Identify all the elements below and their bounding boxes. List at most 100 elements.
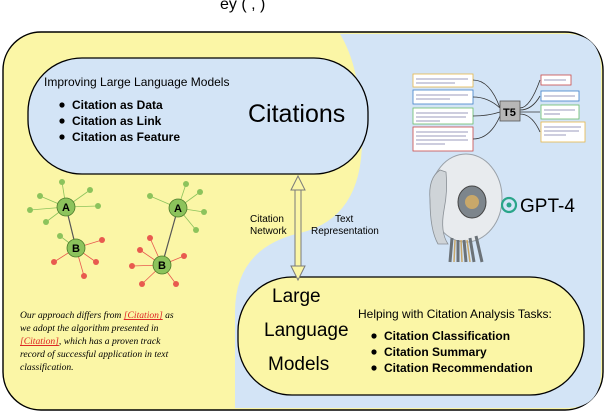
llm-bullet-3: Citation Recommendation — [384, 361, 533, 375]
quote-line-5: classification. — [20, 362, 74, 373]
input-doc-card — [412, 126, 474, 152]
robot-ear-core — [465, 195, 479, 209]
citation-graph-right: A B — [129, 181, 207, 287]
arrow-head-up — [290, 174, 306, 191]
citation-quote: Our approach differs from [Citation] as … — [20, 310, 174, 373]
header-fragment: ey ( , ) — [220, 0, 265, 13]
robot-head-illustration — [429, 153, 503, 263]
robot-face — [429, 169, 449, 245]
flow-edge — [472, 111, 501, 117]
graph-node-a — [168, 198, 188, 218]
t5-label: T5 — [503, 107, 516, 119]
quote-text: we adopt the algorithm presented in — [20, 323, 159, 334]
llm-panel — [237, 276, 585, 396]
openai-icon-inner — [506, 202, 512, 208]
graph-node — [43, 219, 49, 225]
llm-title-line1: Large — [272, 286, 321, 307]
graph-node — [93, 259, 99, 265]
t5-flow: T5 — [412, 73, 586, 152]
citation-network-label-line1: Citation — [250, 214, 284, 225]
graph-node — [95, 203, 101, 209]
graph-node — [59, 179, 65, 185]
graph-node — [57, 233, 63, 239]
llm-bullet-1: Citation Classification — [384, 329, 510, 343]
citations-panel — [27, 57, 369, 175]
openai-icon — [500, 196, 518, 214]
graph-node — [87, 187, 93, 193]
graph-node — [181, 253, 187, 259]
gpt4-label: GPT-4 — [520, 196, 575, 217]
flow-edge — [519, 79, 541, 109]
graph-node — [173, 281, 179, 287]
quote-text: Our approach differs from — [20, 310, 124, 321]
input-doc-card — [412, 89, 474, 105]
citations-bullet-1: Citation as Data — [72, 98, 163, 112]
graph-node — [147, 193, 153, 199]
quote-text: as — [163, 310, 174, 321]
graph-node-b — [152, 255, 172, 275]
citation-graph-left: A B — [27, 179, 105, 279]
bullet-dot — [371, 365, 377, 371]
llm-title-line2: Language — [264, 320, 349, 341]
citation-network-label-line2: Network — [250, 226, 288, 237]
robot-neck-cables — [448, 235, 484, 263]
llm-heading: Helping with Citation Analysis Tasks: — [358, 307, 552, 321]
graph-node-b — [66, 238, 86, 258]
llm-bullet-2: Citation Summary — [384, 345, 487, 359]
flow-edge — [519, 95, 541, 111]
flow-edge — [472, 115, 501, 140]
graph-node — [183, 181, 189, 187]
graph-node — [137, 247, 143, 253]
robot-neck-cables — [453, 239, 471, 263]
output-card — [540, 121, 586, 143]
output-card — [540, 104, 580, 120]
graph-node — [37, 193, 43, 199]
double-arrow — [290, 174, 306, 282]
graph-edge — [161, 207, 179, 266]
quote-line-3: [Citation], which has a proven track — [20, 336, 161, 347]
graph-node — [139, 281, 145, 287]
graph-node — [51, 259, 57, 265]
graph-node — [147, 235, 153, 241]
quote-citation-marker: [Citation] — [20, 336, 59, 347]
flow-edge — [472, 79, 501, 109]
input-doc-card — [412, 73, 474, 88]
graph-node — [81, 273, 87, 279]
graph-node — [27, 207, 33, 213]
graph-node-b-label: B — [72, 243, 80, 255]
citations-bullet-3: Citation as Feature — [72, 130, 180, 144]
bullet-dot — [371, 333, 377, 339]
text-representation-label-line2: Representation — [311, 226, 379, 237]
graph-node — [193, 227, 199, 233]
quote-line-4: record of successful application in text — [20, 349, 169, 360]
quote-citation-marker: [Citation] — [124, 310, 163, 321]
quote-text: classification. — [20, 362, 74, 373]
graph-node-a-label: A — [174, 203, 182, 215]
flow-edge — [472, 96, 501, 109]
graph-node — [201, 209, 207, 215]
arrow-shaft — [294, 187, 302, 269]
text-representation-label-line1: Text — [335, 214, 354, 225]
llm-title-line3: Models — [268, 354, 329, 375]
t5-box — [499, 100, 521, 122]
citations-heading: Improving Large Language Models — [44, 75, 229, 89]
graph-node-a-label: A — [62, 202, 70, 214]
gpt4-logo: GPT-4 — [500, 196, 575, 217]
bullet-dot — [59, 134, 65, 140]
quote-line-1: Our approach differs from [Citation] as — [20, 310, 174, 321]
bullet-dot — [59, 118, 65, 124]
graph-node-b-label: B — [158, 260, 166, 272]
bullet-dot — [59, 102, 65, 108]
graph-node — [129, 263, 135, 269]
citations-bullet-2: Citation as Link — [72, 114, 162, 128]
arrow-head-down — [290, 265, 306, 282]
quote-text: , which has a proven track — [59, 336, 161, 347]
bullet-dot — [371, 349, 377, 355]
graph-node — [197, 189, 203, 195]
quote-text: record of successful application in text — [20, 349, 169, 360]
input-doc-card — [412, 107, 474, 125]
graph-node-a — [56, 197, 76, 217]
citations-title: Citations — [248, 100, 345, 128]
